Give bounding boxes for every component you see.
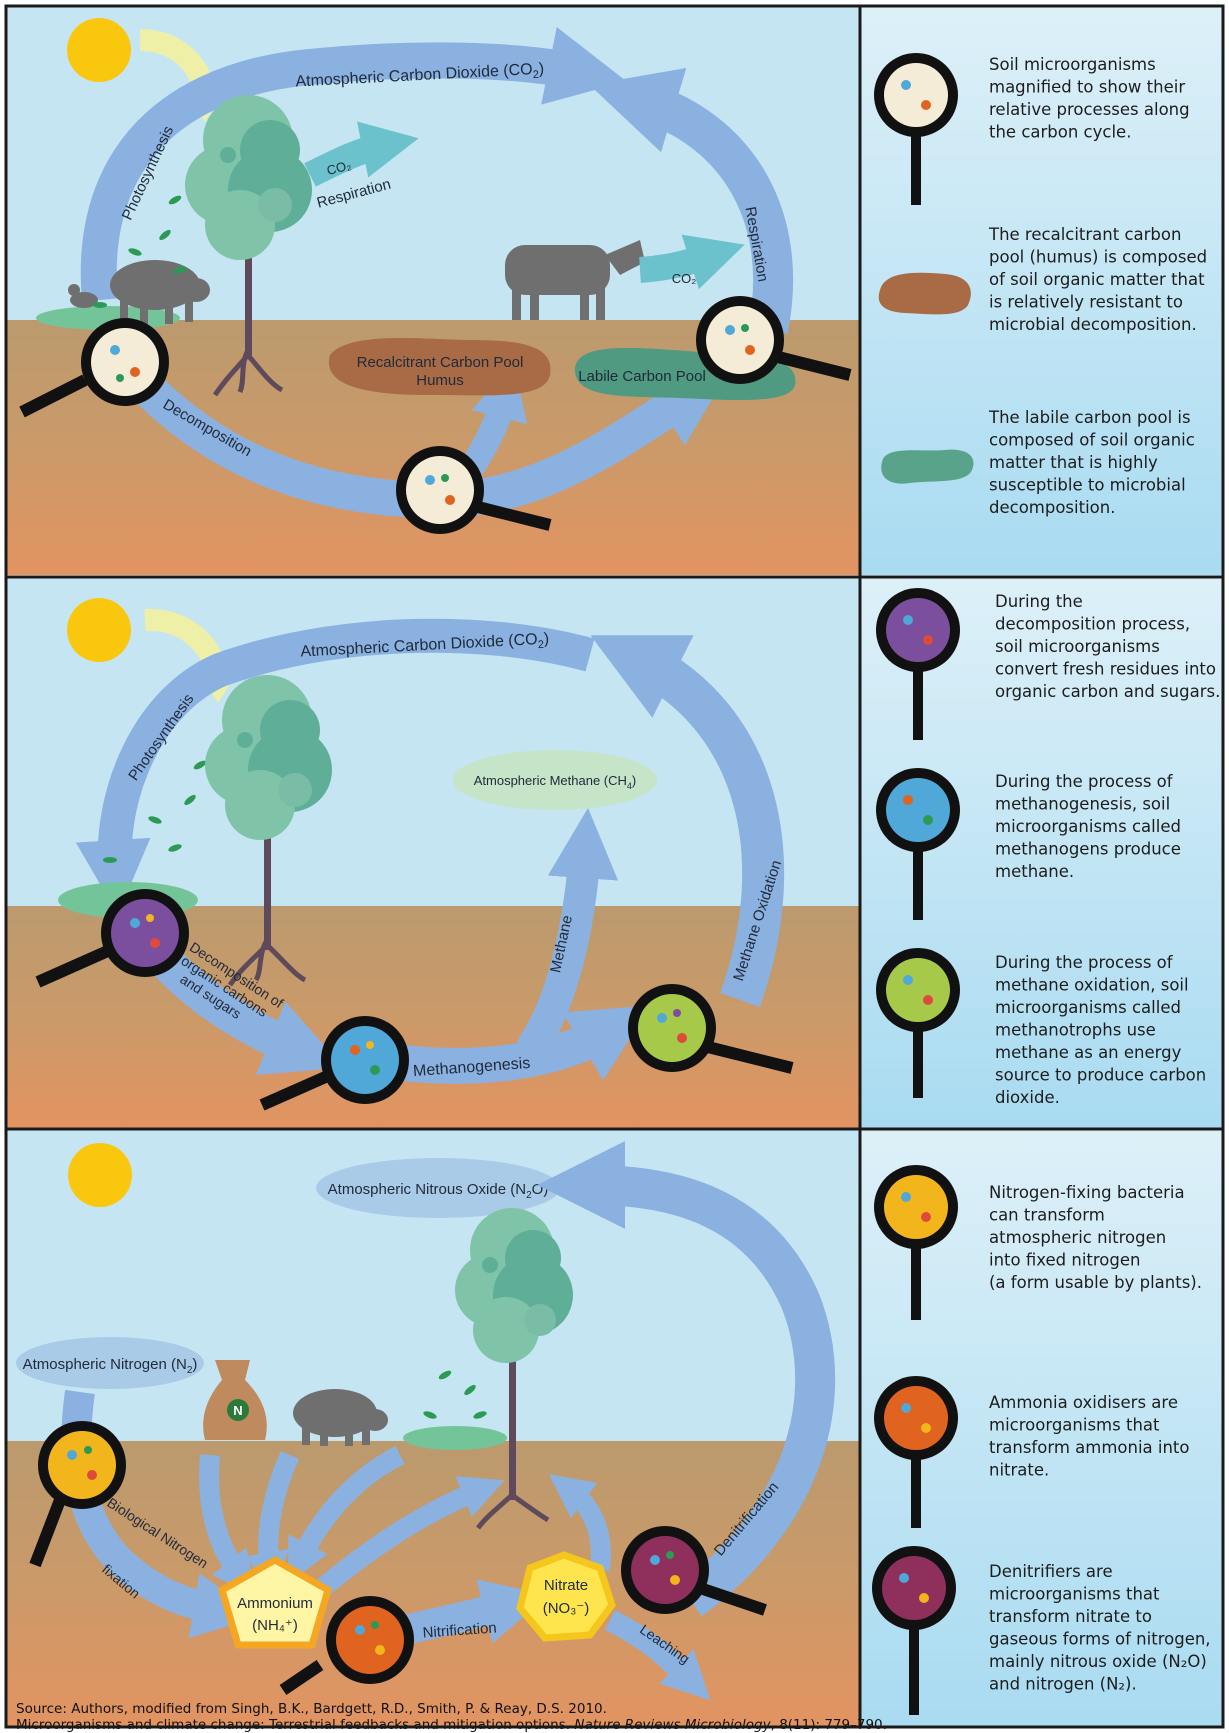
nitrate-formula: (NO₃⁻) [543, 1600, 590, 1617]
atmospheric-methane-cloud [453, 750, 657, 810]
photosynthesis-arrow [75, 618, 595, 915]
plant-uptake-arrow [313, 1476, 505, 1598]
magnifier-icon [19, 318, 169, 418]
sheep-icon [293, 1389, 388, 1446]
nitrate-polygon [516, 1551, 616, 1642]
nitrate-uptake-arrow [548, 1474, 611, 1572]
photosynthesis-arrow [80, 26, 627, 302]
sun-icon [67, 598, 131, 662]
brown-blob-icon [878, 272, 971, 315]
panel-nitrogen-cycle: Atmospheric Nitrous Oxide (N2O) Atmosphe… [7, 1130, 1222, 1733]
blue-magnifier-icon [876, 768, 960, 920]
fertilizer-bag-icon: N [203, 1360, 267, 1440]
yellow-magnifier-icon [874, 1165, 958, 1320]
maroon-magnifier-icon [621, 1526, 767, 1616]
source-line-2: Microorganisms and climate change: Terre… [16, 1717, 887, 1733]
atmospheric-n2-label: Atmospheric Nitrogen (N2) [23, 1356, 198, 1376]
purple-magnifier-icon [35, 889, 189, 988]
atmospheric-methane-label: Atmospheric Methane (CH4) [474, 773, 637, 791]
orange-magnifier-icon [874, 1376, 958, 1528]
green-blob-icon [881, 449, 974, 484]
co2-return-arrow [590, 635, 785, 1008]
to-humus-arrow [459, 361, 528, 478]
purple-magnifier-icon [876, 588, 960, 740]
panel-methane-cycle: Atmospheric Methane (CH4) Atmospheric Ca… [7, 578, 1222, 1128]
ammonium-label: Ammonium [237, 1595, 313, 1612]
magnifier-icon [396, 446, 552, 534]
nitrification-label: Nitrification [422, 1619, 497, 1641]
plant-co2-label: CO₂ [325, 157, 353, 178]
dog-icon [68, 284, 98, 308]
source-line-1: Source: Authors, modified from Singh, B.… [16, 1701, 607, 1717]
leaves-icon [103, 760, 207, 863]
atmospheric-n2-cloud [16, 1337, 204, 1389]
cow-icon [505, 240, 645, 320]
yellow-magnifier-icon [29, 1421, 126, 1568]
sun-icon [68, 1143, 132, 1207]
atmospheric-n2o-cloud [316, 1158, 560, 1218]
magnifier-icon [696, 296, 852, 384]
recalcitrant-pool-label: Recalcitrant Carbon Pool [357, 354, 524, 371]
tree-icon [205, 675, 332, 987]
panel-carbon-cycle: CO₂ Respiration CO₂ Recalcitrant Carbon … [7, 7, 1222, 575]
blue-magnifier-icon [259, 1016, 409, 1111]
nitrate-label: Nitrate [544, 1577, 588, 1594]
residue-arrow [288, 1446, 405, 1584]
humus-label: Humus [416, 372, 464, 389]
legend-magnifier-icon [874, 53, 958, 205]
tree-icon [455, 1208, 573, 1530]
panel-borders [4, 4, 1225, 1729]
recalcitrant-pool-blob [328, 338, 551, 396]
bag-letter: N [233, 1403, 242, 1418]
fertiliser-arrow [199, 1454, 257, 1596]
orange-magnifier-icon [279, 1596, 414, 1695]
ammonium-formula: (NH₄⁺) [252, 1617, 298, 1634]
leaves-icon [423, 1370, 487, 1419]
decomposition-label: Decomposition of organic carbons and sug… [177, 939, 286, 1022]
ammonium-pentagon [217, 1555, 333, 1649]
respiration-arrow [589, 68, 794, 334]
tree-icon [185, 95, 312, 397]
maroon-magnifier-icon [872, 1546, 956, 1715]
methanogenesis-arrow [377, 1005, 651, 1084]
leaching-arrow [605, 1610, 711, 1701]
labile-pool-label: Labile Carbon Pool [578, 368, 706, 385]
sun-icon [67, 18, 131, 82]
green-magnifier-icon [876, 948, 960, 1098]
decomposition-arrow [146, 942, 345, 1075]
methane-arrow [516, 807, 619, 1060]
denitrification-arrow [537, 1141, 836, 1617]
leaves-icon [93, 195, 187, 308]
animal-co2-label: CO₂ [672, 271, 697, 286]
green-magnifier-icon [628, 984, 794, 1074]
